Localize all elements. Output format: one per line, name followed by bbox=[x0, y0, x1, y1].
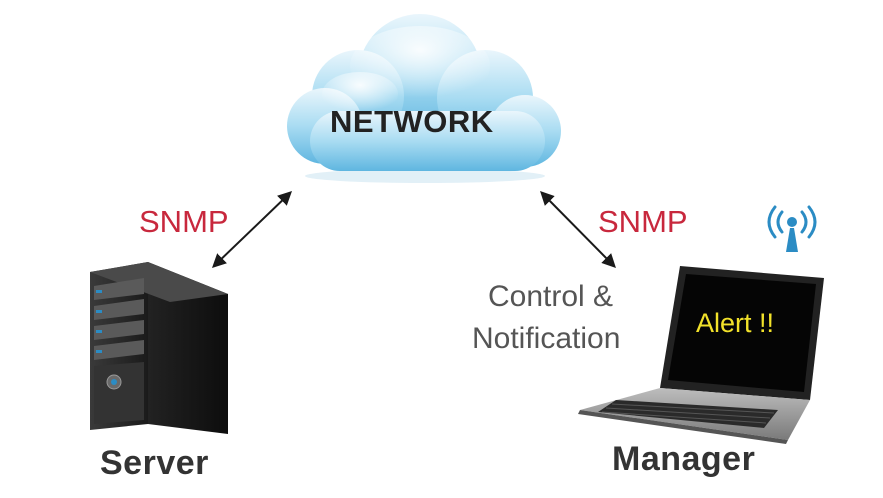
signal-icon bbox=[767, 205, 817, 252]
cloud-icon bbox=[287, 14, 561, 183]
network-label: NETWORK bbox=[330, 104, 494, 139]
right-snmp-label: SNMP bbox=[598, 204, 688, 239]
server-label: Server bbox=[100, 444, 209, 482]
right-double-arrow bbox=[540, 191, 616, 268]
control-label: Control & bbox=[488, 280, 614, 313]
manager-label: Manager bbox=[612, 440, 756, 478]
alert-message: Alert !! bbox=[696, 308, 775, 338]
notification-label: Notification bbox=[472, 322, 621, 355]
left-double-arrow bbox=[211, 191, 293, 268]
laptop-icon bbox=[578, 266, 824, 444]
server-icon bbox=[90, 262, 228, 434]
left-snmp-label: SNMP bbox=[139, 204, 229, 239]
